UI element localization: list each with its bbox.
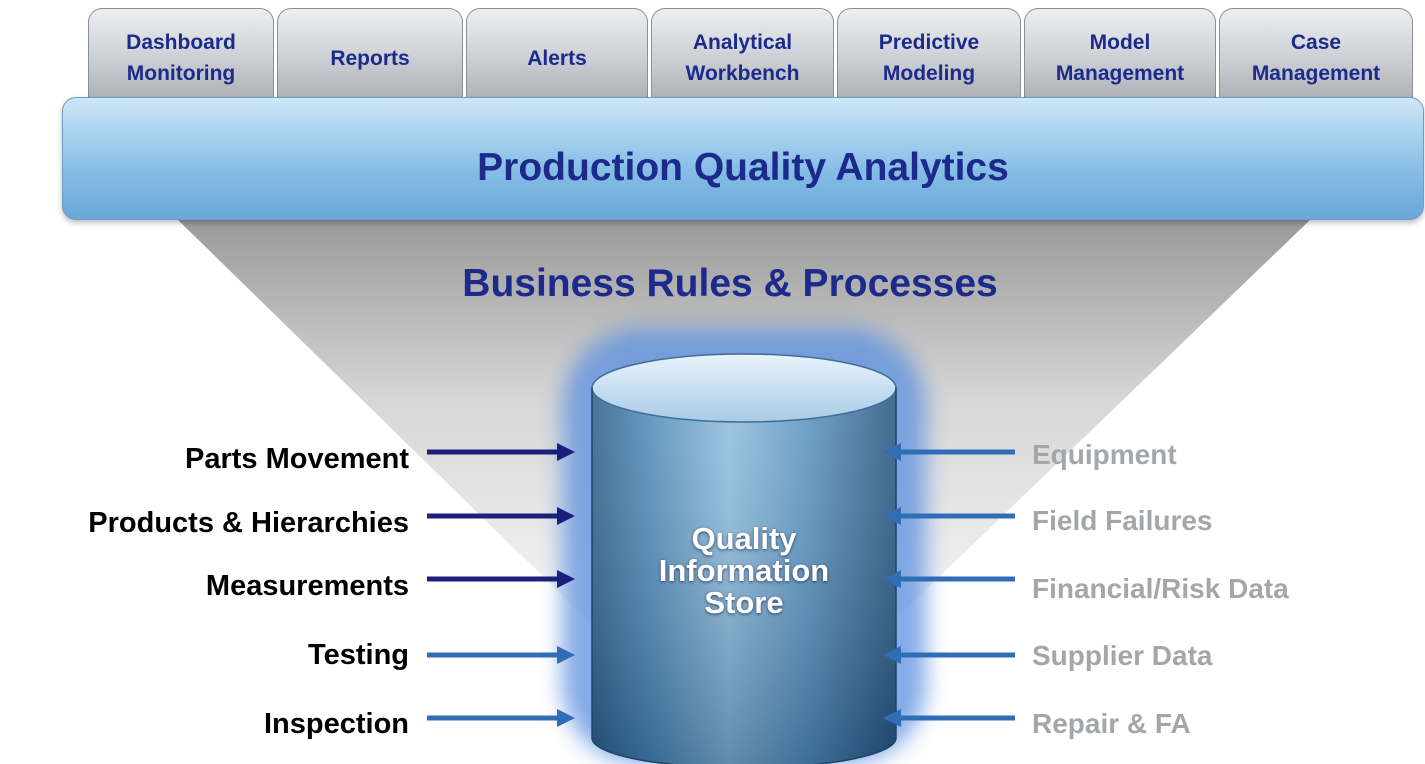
input-label-supplier-data: Supplier Data — [1032, 640, 1213, 671]
business-rules-title: Business Rules & Processes — [462, 262, 998, 305]
quality-information-store-label: Quality Information Store — [658, 521, 830, 620]
tab-dashboard-monitoring[interactable]: Dashboard Monitoring — [88, 8, 274, 108]
tab-label: Case Management — [1251, 31, 1381, 85]
input-label-measurements: Measurements — [205, 570, 409, 602]
right-input-arrow — [883, 507, 1015, 525]
tab-predictive-modeling[interactable]: Predictive Modeling — [837, 8, 1021, 108]
tab-label: Reports — [330, 46, 410, 70]
input-label-products-hierarchies: Products & Hierarchies — [88, 507, 409, 539]
tab-model-management[interactable]: Model Management — [1024, 8, 1216, 108]
tab-label: Alerts — [527, 46, 587, 70]
input-label-repair-fa: Repair & FA — [1032, 708, 1191, 739]
analytics-banner: Production Quality Analytics — [62, 97, 1424, 220]
input-label-financial-risk-data: Financial/Risk Data — [1032, 573, 1289, 604]
right-input-arrow — [883, 709, 1015, 727]
right-input-arrow — [883, 570, 1015, 588]
tab-reports[interactable]: Reports — [277, 8, 463, 108]
tab-label: Predictive Modeling — [878, 31, 980, 85]
banner-title: Production Quality Analytics — [477, 145, 1009, 189]
tab-alerts[interactable]: Alerts — [466, 8, 648, 108]
input-label-equipment: Equipment — [1032, 439, 1177, 470]
right-input-arrow — [883, 646, 1015, 664]
left-input-arrow — [427, 570, 575, 588]
input-label-parts-movement: Parts Movement — [184, 443, 409, 475]
tab-label: Dashboard Monitoring — [126, 31, 236, 85]
module-tabs: Dashboard Monitoring Reports Alerts Anal… — [88, 8, 1413, 108]
input-label-inspection: Inspection — [263, 708, 409, 740]
right-input-arrow — [883, 443, 1015, 461]
left-input-arrow — [427, 709, 575, 727]
input-label-testing: Testing — [308, 639, 409, 671]
tab-label: Model Management — [1055, 31, 1185, 85]
tab-analytical-workbench[interactable]: Analytical Workbench — [651, 8, 834, 108]
tab-case-management[interactable]: Case Management — [1219, 8, 1413, 108]
input-label-field-failures: Field Failures — [1032, 505, 1213, 536]
tab-label: Analytical Workbench — [685, 31, 800, 85]
left-input-arrow — [427, 443, 575, 461]
left-input-arrow — [427, 646, 575, 664]
left-input-arrow — [427, 507, 575, 525]
